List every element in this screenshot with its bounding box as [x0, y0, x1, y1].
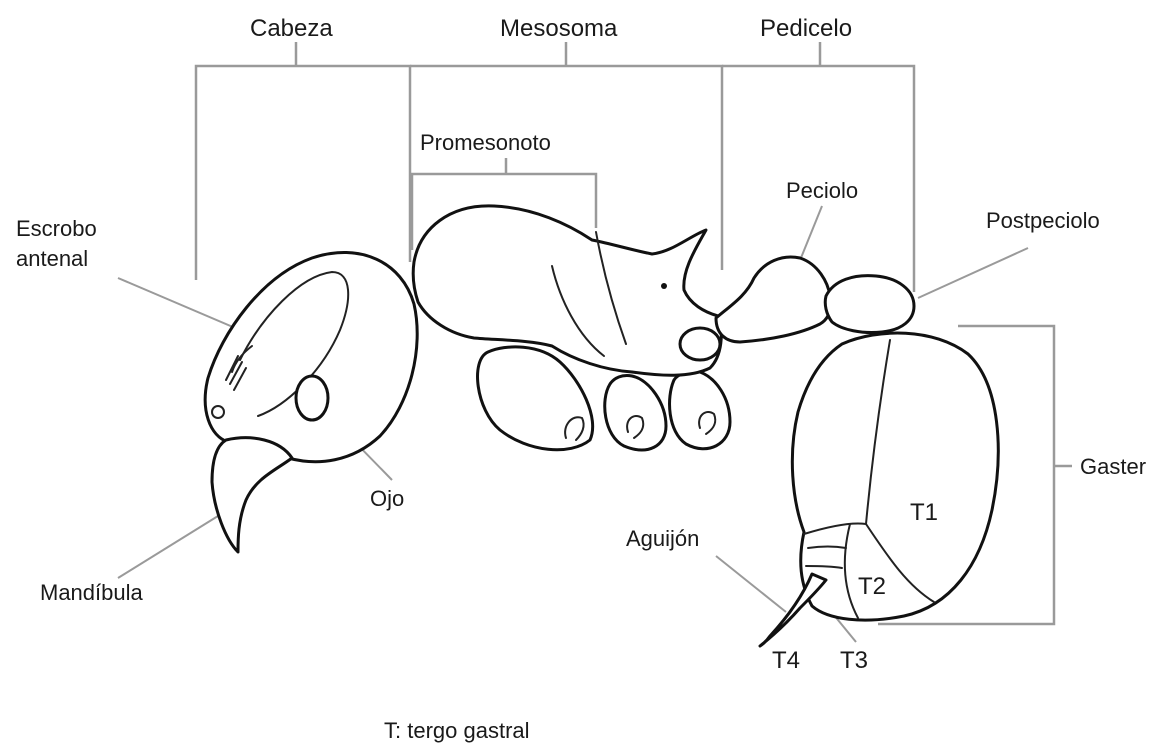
cabeza-bracket [196, 66, 410, 280]
pedicelo-label: Pedicelo [760, 15, 852, 42]
aguijon-leader [716, 556, 786, 612]
mesosoma-label: Mesosoma [500, 15, 618, 42]
mesosoma [413, 206, 721, 375]
t3-label: T3 [840, 647, 868, 674]
eye [296, 376, 328, 420]
cabeza-label: Cabeza [250, 15, 333, 42]
t2-label: T2 [858, 573, 886, 600]
promesonoto-label: Promesonoto [420, 130, 551, 155]
aguijon-label: Aguijón [626, 526, 699, 551]
petiole [716, 257, 831, 342]
legend-text: T: tergo gastral [384, 718, 530, 743]
gaster [792, 333, 998, 620]
peciolo-label: Peciolo [786, 178, 858, 203]
ojo-label: Ojo [370, 486, 404, 511]
mandible [212, 438, 292, 552]
postpeciolo-leader [918, 248, 1028, 298]
escrobo-label-line2: antenal [16, 246, 88, 271]
spiracle [680, 328, 720, 360]
escrobo-label-line1: Escrobo [16, 216, 97, 241]
coxa-2 [605, 375, 666, 449]
postpetiole [825, 276, 914, 333]
t4-label: T4 [772, 647, 800, 674]
t1-label: T1 [910, 499, 938, 526]
mandibula-label: Mandíbula [40, 580, 144, 605]
mandibula-leader [118, 516, 218, 578]
gaster-label: Gaster [1080, 454, 1146, 479]
postpeciolo-label: Postpeciolo [986, 208, 1100, 233]
coxa-3 [670, 371, 730, 448]
coxa-1 [478, 347, 593, 450]
